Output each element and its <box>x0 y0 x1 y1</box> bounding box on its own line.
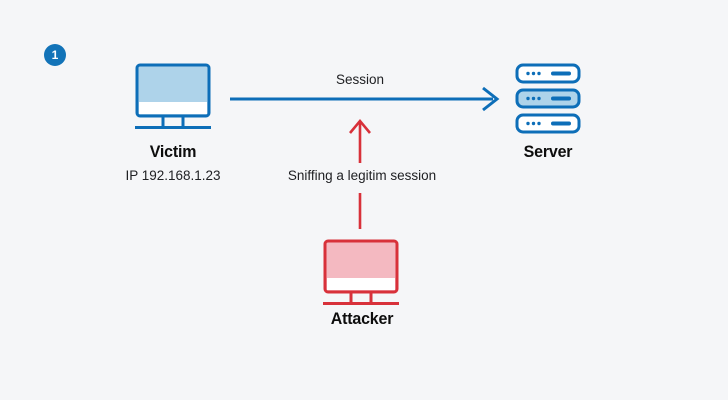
step-number: 1 <box>51 48 59 62</box>
session-label: Session <box>335 72 385 87</box>
step-badge: 1 <box>44 44 66 66</box>
attacker-label: Attacker <box>330 309 394 328</box>
attacker-computer-icon <box>323 239 399 305</box>
session-arrow <box>230 86 500 112</box>
victim-ip: IP 192.168.1.23 <box>125 168 221 183</box>
server-stack-icon <box>515 63 581 134</box>
sniffing-arrow <box>349 118 371 229</box>
victim-computer-icon <box>135 63 211 129</box>
server-label: Server <box>523 142 573 161</box>
sniffing-label: Sniffing a legitim session <box>287 168 437 183</box>
victim-label: Victim <box>149 142 197 161</box>
